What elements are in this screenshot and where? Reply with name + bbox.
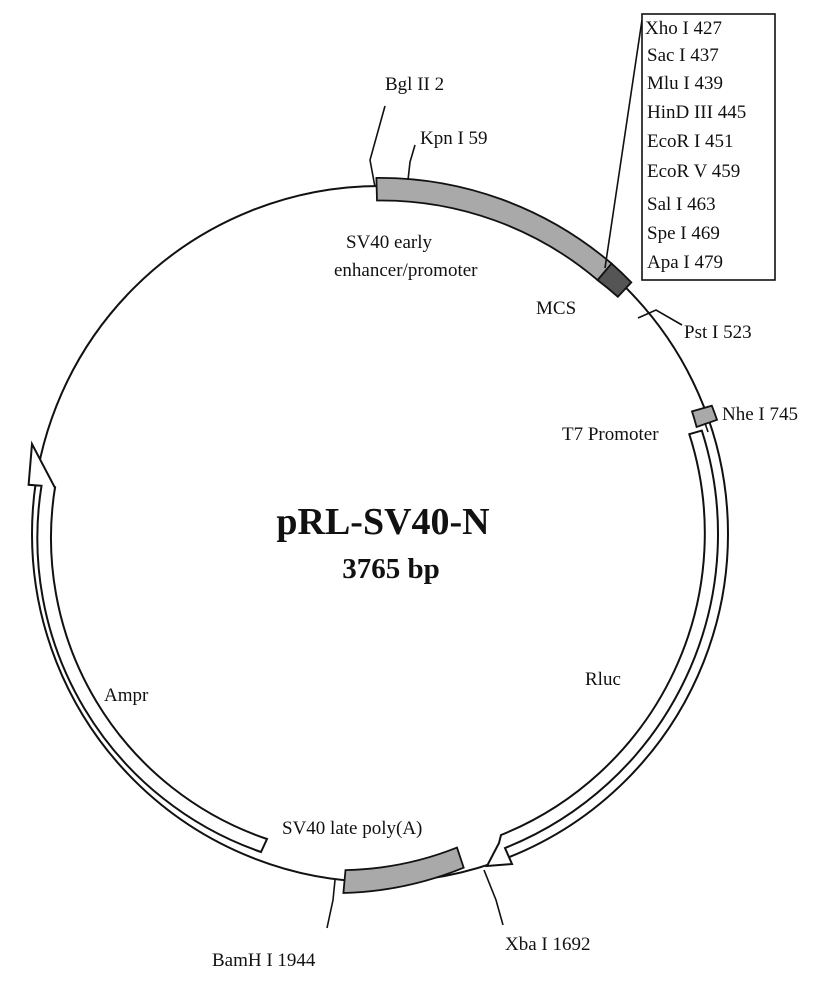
- kpn-site-label: Kpn I 59: [420, 128, 488, 149]
- mcs-site-hind: HinD III 445: [647, 102, 746, 123]
- bgl-site-line: [369, 105, 386, 188]
- sv40-promoter-label-line2: enhancer/promoter: [334, 260, 478, 281]
- mcs-site-ecori: EcoR I 451: [647, 131, 734, 152]
- mcs-site-line: [604, 19, 643, 269]
- pst-site-label: Pst I 523: [684, 322, 752, 343]
- ampr-label: Ampr: [104, 685, 149, 706]
- nhe-site-line: [704, 422, 709, 433]
- plasmid-size: 3765 bp: [342, 553, 440, 585]
- mcs-site-sal: Sal I 463: [647, 194, 716, 215]
- nhe-site-label: Nhe I 745: [722, 404, 798, 425]
- mcs-sites-list: Xho I 427 Sac I 437 Mlu I 439 HinD III 4…: [645, 18, 746, 273]
- mcs-site-spe: Spe I 469: [647, 223, 720, 244]
- rluc-label: Rluc: [585, 669, 621, 690]
- kpn-site-line: [407, 144, 416, 181]
- mcs-site-sac: Sac I 437: [647, 45, 719, 66]
- mcs-site-mlu: Mlu I 439: [647, 73, 723, 94]
- mcs-site-xho: Xho I 427: [645, 18, 722, 39]
- mcs-block: [596, 262, 633, 299]
- rluc-arrow: [485, 429, 719, 868]
- mcs-sites-box: [641, 13, 776, 281]
- sv40-promoter-label-line1: SV40 early: [346, 232, 433, 253]
- mcs-label: MCS: [536, 298, 576, 319]
- sv40-promoter-label: SV40 early enhancer/promoter: [334, 232, 478, 281]
- polya-block: [342, 846, 465, 894]
- t7-promoter-block: [690, 404, 719, 429]
- xba-site-line: [483, 869, 504, 926]
- ampr-arrow: [27, 440, 269, 854]
- t7-promoter-label: T7 Promoter: [562, 424, 659, 445]
- bamh-site-line: [326, 879, 336, 929]
- bgl-site-label: Bgl II 2: [385, 74, 444, 95]
- mcs-site-apa: Apa I 479: [647, 252, 723, 273]
- bamh-site-label: BamH I 1944: [212, 950, 316, 971]
- mcs-site-ecorv: EcoR V 459: [647, 161, 740, 182]
- polya-label: SV40 late poly(A): [282, 818, 422, 839]
- xba-site-label: Xba I 1692: [505, 934, 590, 955]
- pst-site-line: [637, 309, 683, 326]
- plasmid-name: pRL-SV40-N: [276, 501, 489, 543]
